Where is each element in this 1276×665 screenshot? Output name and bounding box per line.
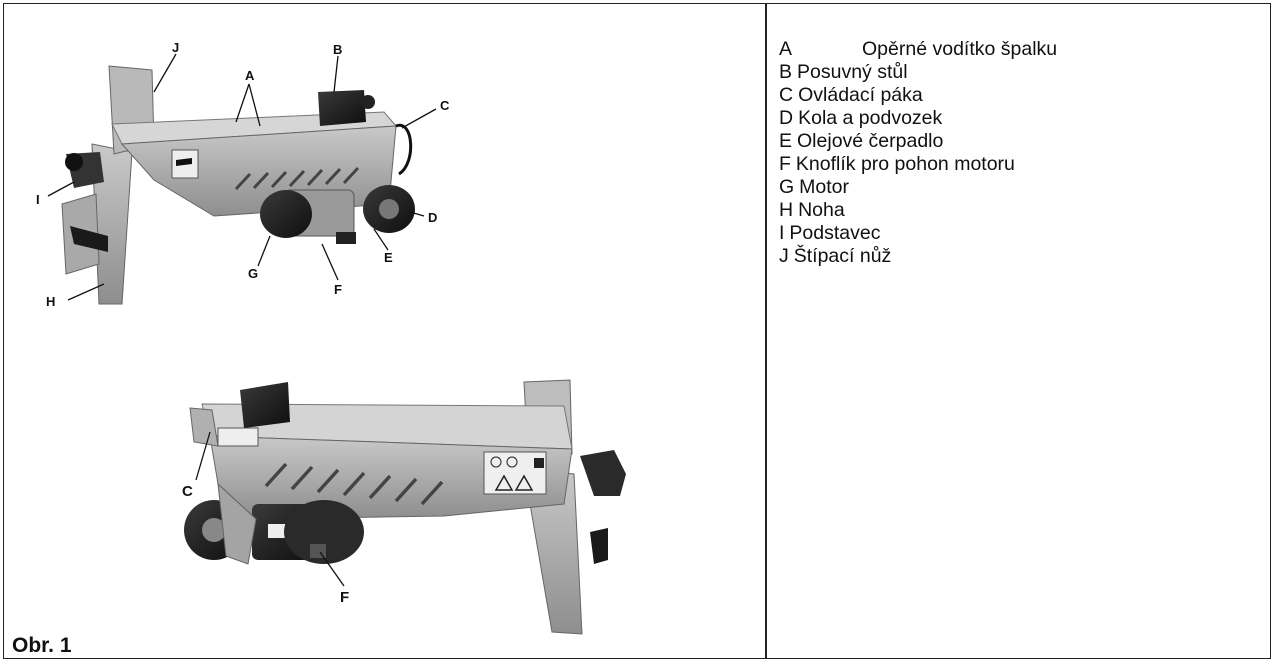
legend-key: F (779, 153, 791, 175)
callout-f-top: F (334, 282, 342, 297)
column-divider (765, 3, 767, 659)
legend-key: D (779, 107, 794, 129)
figure-panel: J A B C I D E G F H (4, 4, 764, 658)
callout-d-top: D (428, 210, 437, 225)
legend-desc: Opěrné vodítko špalku (862, 38, 1058, 60)
legend-desc: Noha (798, 199, 845, 221)
callout-h-top: H (46, 294, 55, 309)
legend-desc: Podstavec (789, 222, 881, 244)
legend-desc: Posuvný stůl (797, 61, 908, 83)
callout-i-top: I (36, 192, 40, 207)
legend-desc: Ovládací páka (798, 84, 923, 106)
callout-j-top: J (172, 40, 179, 55)
legend-key: H (779, 199, 794, 221)
legend-key: C (779, 84, 794, 106)
legend-item-a: A Opěrné vodítko špalku (779, 38, 1057, 61)
callout-e-top: E (384, 250, 393, 265)
legend-key: A (779, 38, 793, 60)
callout-a-top: A (245, 68, 255, 83)
legend-key: B (779, 61, 793, 83)
callout-b-top: B (333, 42, 342, 57)
callout-f-bottom: F (340, 589, 349, 606)
legend-desc: Štípací nůž (793, 245, 892, 267)
bottom-machine-view: C F (182, 379, 626, 635)
legend-desc: Knoflík pro pohon motoru (795, 153, 1015, 175)
log-splitter-illustration: J A B C I D E G F H (36, 40, 626, 635)
legend-key: I (779, 222, 785, 244)
legend-desc: Motor (799, 176, 850, 198)
callout-g-top: G (248, 266, 258, 281)
legend-key: E (779, 130, 793, 152)
figure-caption: Obr. 1 (12, 634, 72, 657)
legend-key: J (779, 245, 789, 267)
legend-desc: Kola a podvozek (798, 107, 943, 129)
legend-key: G (779, 176, 795, 198)
table-frame (3, 3, 1271, 659)
legend-desc: Olejové čerpadlo (797, 130, 944, 152)
top-machine-view: J A B C I D E G F H (36, 40, 450, 309)
callout-c-top: C (440, 98, 450, 113)
callout-c-bottom: C (182, 483, 193, 500)
